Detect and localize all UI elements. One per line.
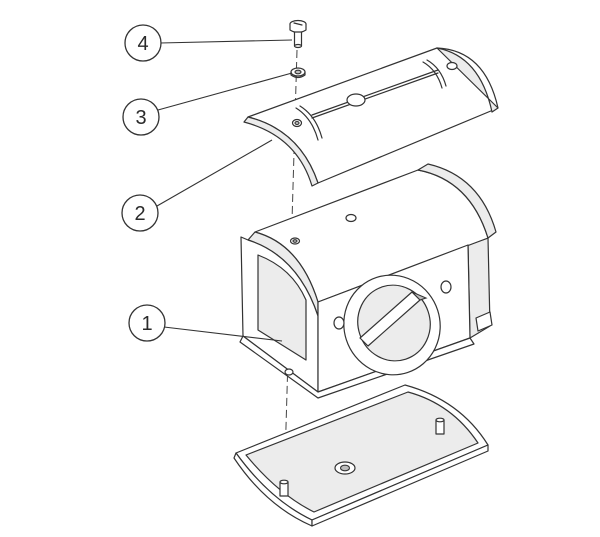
- callout-bubble: [124, 24, 162, 62]
- callout-bubble: [128, 304, 166, 342]
- callout-2: 2: [121, 139, 273, 232]
- callout-4: 4: [124, 24, 293, 62]
- callout-label: 4: [137, 33, 148, 55]
- screw-part: [289, 19, 307, 49]
- leader-line: [163, 326, 283, 342]
- callout-1: 1: [128, 304, 283, 342]
- housing-body-part: [239, 163, 497, 399]
- callout-bubble: [122, 98, 160, 136]
- callout-label: 2: [134, 203, 145, 225]
- callout-label: 1: [141, 313, 152, 335]
- top-half-shell-part: [243, 47, 499, 187]
- callout-label: 3: [135, 107, 146, 129]
- callout-3: 3: [122, 72, 293, 136]
- washer-part: [290, 67, 306, 79]
- leader-line: [156, 139, 273, 207]
- leader-line: [159, 39, 293, 44]
- bottom-half-shell-part: [233, 384, 489, 527]
- callout-bubble: [121, 194, 159, 232]
- leader-line: [157, 72, 293, 111]
